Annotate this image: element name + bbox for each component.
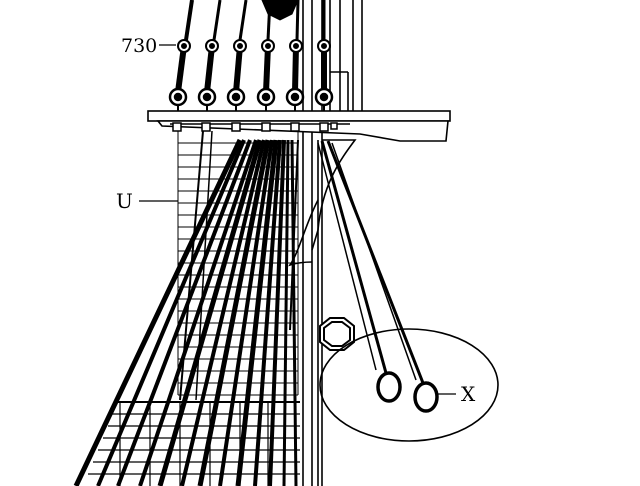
topmast-shrouds: [184, 0, 326, 41]
main-shrouds: [73, 130, 299, 486]
deadeye-lanyards: [175, 45, 327, 93]
label-u: U: [116, 189, 133, 213]
mast-hoop: [319, 317, 355, 351]
detail-hooks: [376, 371, 439, 413]
lower-deadeyes: [168, 87, 334, 107]
topmast: [329, 0, 363, 112]
label-x: X: [461, 382, 476, 406]
mast: [302, 0, 323, 486]
upper-deadeyes: [177, 39, 331, 53]
label-730: 730: [121, 35, 157, 57]
detail-ellipse: [319, 328, 499, 442]
leader-lines: [139, 44, 456, 395]
hook-lines: [317, 140, 425, 384]
chainplate-brackets: [172, 122, 338, 132]
